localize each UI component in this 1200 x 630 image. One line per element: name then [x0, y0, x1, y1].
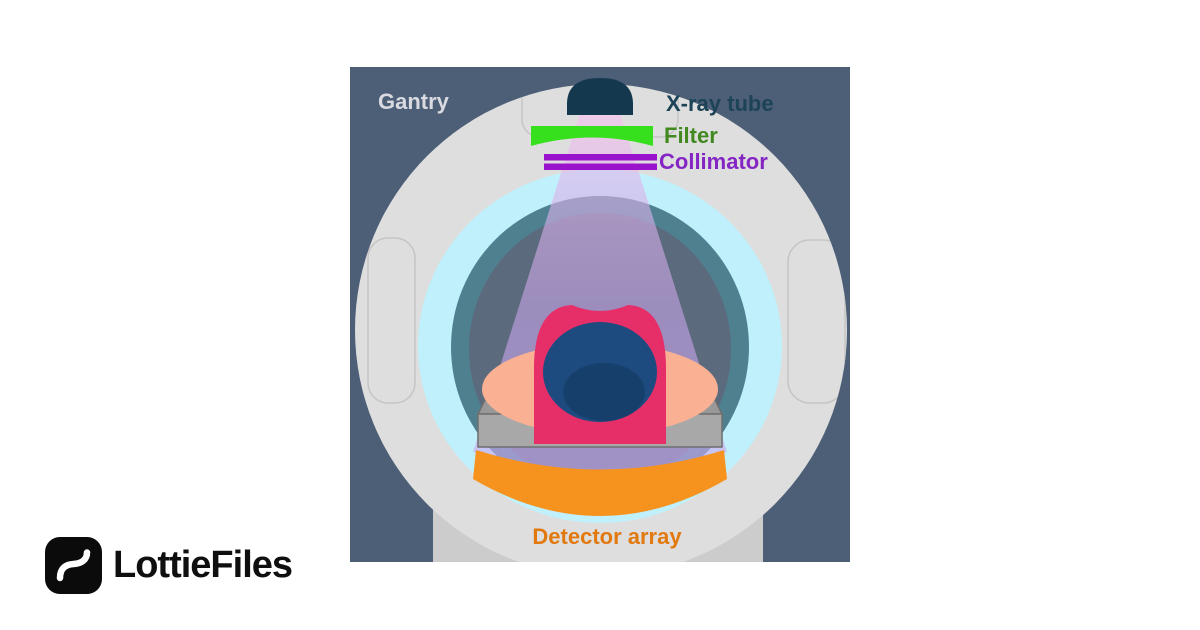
- patient-face: [563, 363, 645, 421]
- left-panel-recess: [367, 237, 416, 404]
- detector-array-arc: [473, 450, 727, 516]
- logo-text: LottieFiles: [113, 544, 293, 586]
- xray-tube-shape: [567, 78, 633, 115]
- filter-label: Filter: [664, 123, 718, 148]
- logo-s-curve: [56, 549, 91, 582]
- collimator-bar-bottom: [544, 163, 657, 170]
- xray-tube-label: X-ray tube: [666, 91, 774, 116]
- right-panel-recess: [787, 239, 846, 404]
- collimator-label: Collimator: [659, 149, 768, 174]
- lottiefiles-logo: LottieFiles: [45, 537, 293, 594]
- detector-array-label: Detector array: [532, 524, 682, 549]
- lottiefiles-icon: [45, 537, 102, 594]
- gantry-label: Gantry: [378, 89, 450, 114]
- collimator-bar-top: [544, 154, 657, 161]
- filter-shape: [531, 126, 653, 146]
